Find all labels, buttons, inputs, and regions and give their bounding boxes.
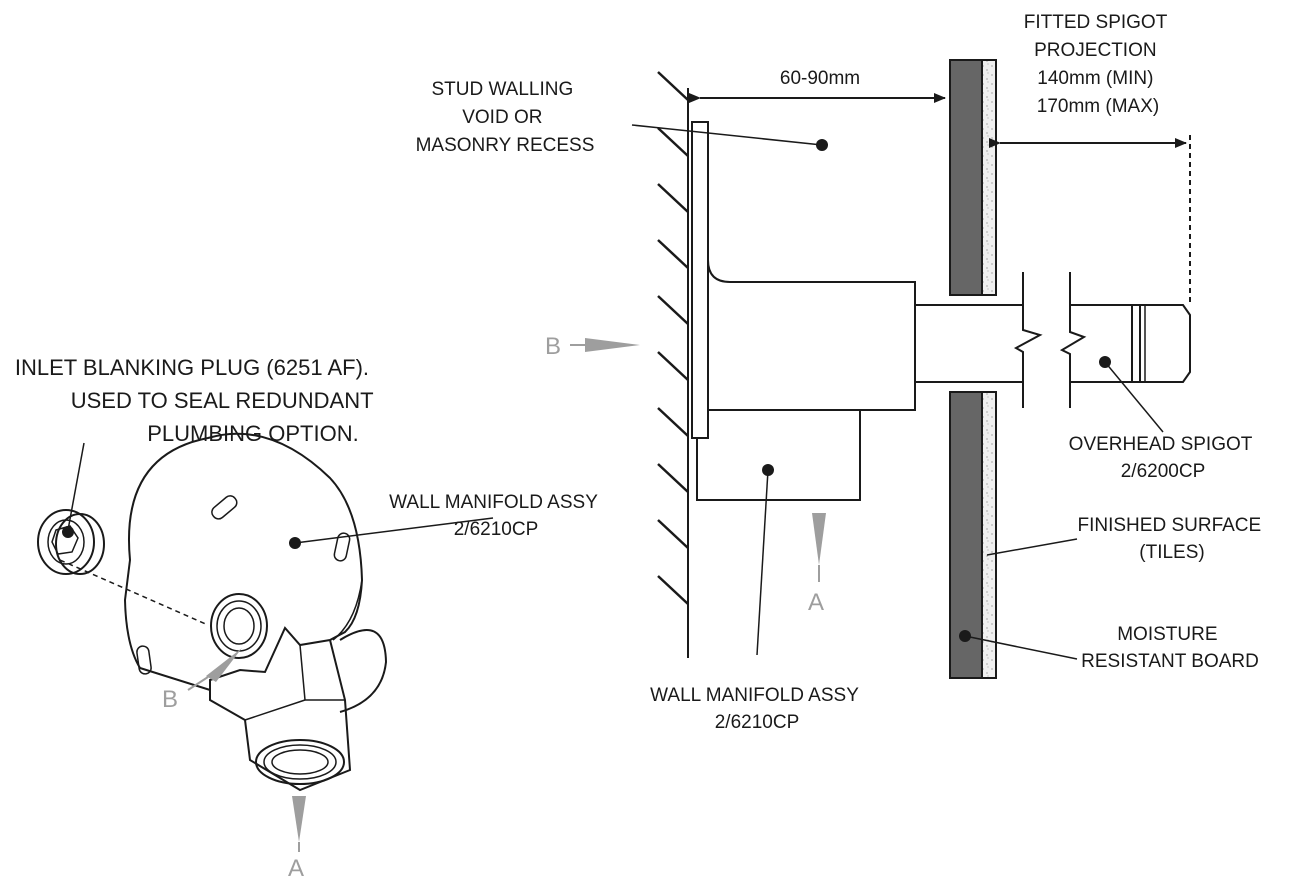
wall-hatch: [657, 71, 689, 658]
marker-b-label: B: [545, 333, 561, 360]
iso-marker-a-label: A: [288, 855, 304, 878]
marker-a-label: A: [808, 589, 824, 616]
view-marker-side-b: B: [545, 333, 640, 360]
manifold-side-view: [691, 121, 916, 501]
label-stud-walling: STUD WALLING VOID OR MASONRY RECESS: [416, 79, 595, 156]
wall-hatch-line: [657, 127, 689, 157]
wall-hatch-line: [657, 575, 689, 605]
wall-hatch-line: [657, 407, 689, 437]
view-marker-side-a: A: [808, 513, 826, 616]
wall-boards: [949, 59, 997, 679]
leader-lines-iso: [62, 442, 494, 549]
label-overhead-spigot: OVERHEAD SPIGOT 2/6200CP: [1069, 434, 1258, 482]
manifold-iso-view: [123, 432, 388, 792]
wall-hatch-line: [657, 295, 689, 325]
view-marker-iso-b: B: [162, 648, 242, 713]
wall-hatch-line: [657, 71, 689, 101]
iso-marker-b-label: B: [162, 686, 178, 713]
label-moisture-board: MOISTURE RESISTANT BOARD: [1081, 624, 1259, 672]
wall-hatch-line: [657, 351, 689, 381]
leader-lines: [631, 124, 1164, 660]
label-gap-dimension: 60-90mm: [780, 68, 860, 89]
label-wall-manifold-iso: WALL MANIFOLD ASSY 2/6210CP: [389, 492, 603, 540]
dimension-projection: [989, 135, 1191, 303]
view-marker-iso-a: A: [288, 796, 306, 878]
wall-hatch-line: [657, 463, 689, 493]
label-inlet-plug: INLET BLANKING PLUG (6251 AF). USED TO S…: [15, 355, 379, 446]
wall-hatch-line: [657, 519, 689, 549]
inlet-blanking-plug: [37, 509, 209, 626]
label-finished-surface: FINISHED SURFACE (TILES): [1078, 515, 1267, 563]
spigot-pipe: [915, 272, 1191, 408]
wall-hatch-line: [657, 239, 689, 269]
label-fitted-spigot: FITTED SPIGOT PROJECTION 140mm (MIN) 170…: [1024, 12, 1173, 117]
wall-hatch-line: [657, 183, 689, 213]
label-wall-manifold-side: WALL MANIFOLD ASSY 2/6210CP: [650, 685, 864, 733]
